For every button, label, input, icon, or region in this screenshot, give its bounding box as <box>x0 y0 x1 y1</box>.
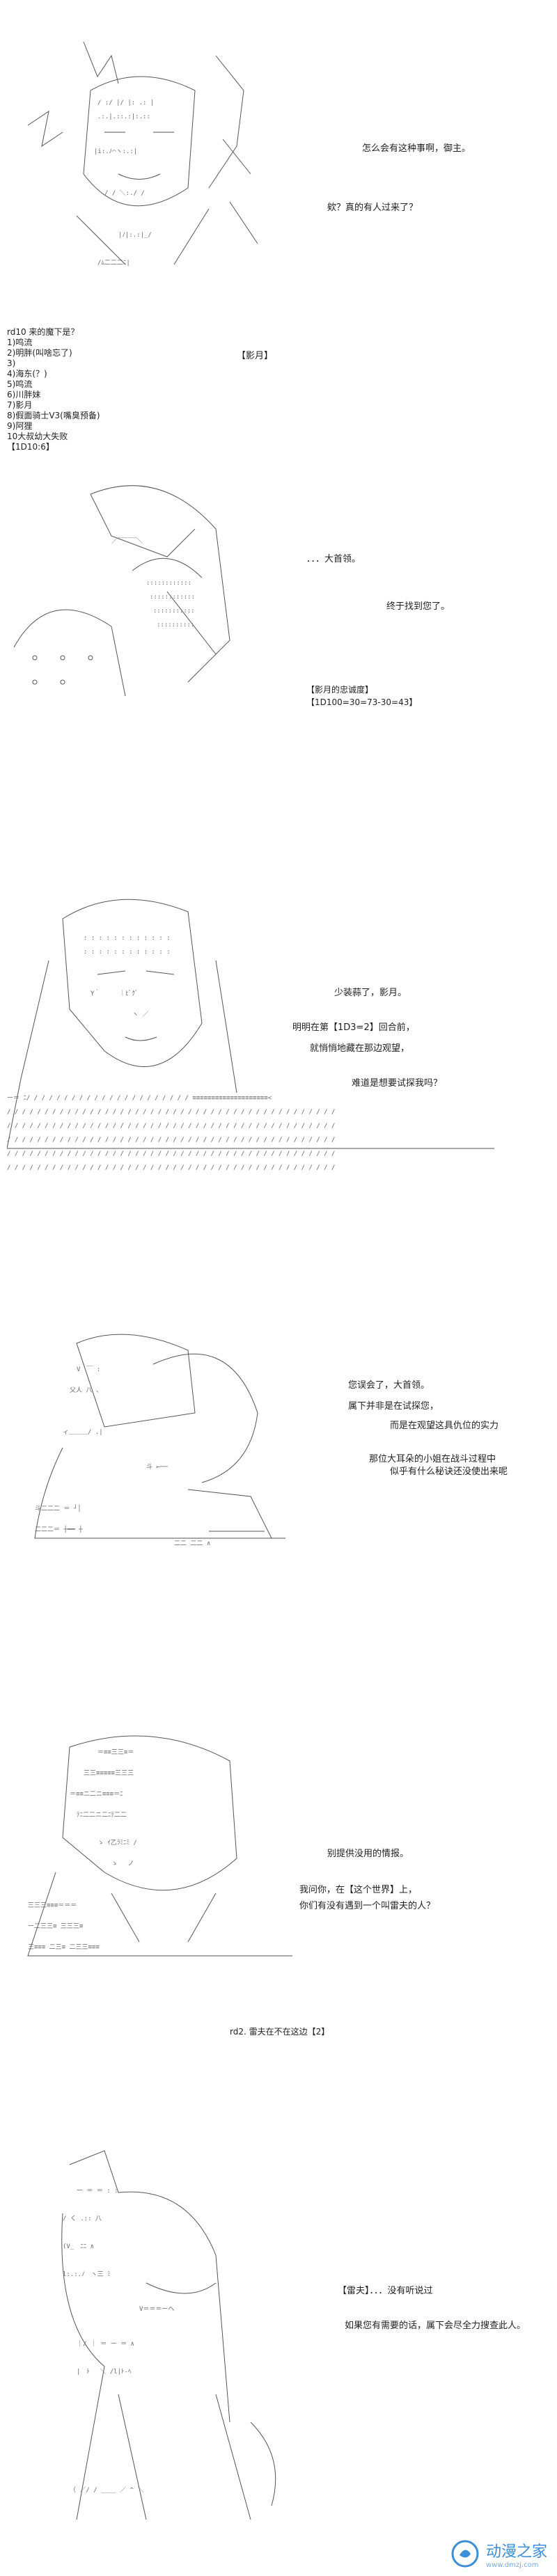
svg-text:三≡≡≡ 二三≡ 二三三≡≡≡: 三≡≡≡ 二三≡ 二三三≡≡≡ <box>28 1944 100 1951</box>
dialogue-line: 你们有没有遇到一个叫雷夫的人？ <box>299 1901 436 1911</box>
panel-5: ＝≡≡三三≡＝ 三三≡≡≡≡≡三三三 ＝≡≡ニ二ニ≡≡≡＝ﾆ ﾃﾆ二二ニ二ﾆﾃ二… <box>0 1726 557 2074</box>
dialogue-line: ．．．大首领。 <box>306 554 361 564</box>
svg-text:/ / / / / / / / / / / / / / /: / / / / / / / / / / / / / / / / / / / / … <box>7 1123 335 1130</box>
svg-text:|i:.ﾉ⌒ヽ:.:|: |i:.ﾉ⌒ヽ:.:| <box>94 148 137 155</box>
svg-text:二二 二二 ∧: 二二 二二 ∧ <box>174 1540 210 1547</box>
svg-text:ゝ ｲ乙ﾗﾐﾆﾐ /: ゝ ｲ乙ﾗﾐﾆﾐ / <box>97 1839 137 1847</box>
roll-result: 【1D10:6】 <box>7 442 54 452</box>
roll-list-item: 6)川胖妹 <box>7 390 41 400</box>
ascii-art-character-1: / :/ |/ |: .: | .:.|.::.:|:.:: |i:.ﾉ⌒ヽ:.… <box>14 35 278 271</box>
dialogue-line: 那位大耳朵的小姐在战斗过程中 <box>369 1454 496 1464</box>
svg-text:/ / / / / / / / / / / / / / /: / / / / / / / / / / / / / / / / / / / / … <box>7 1151 335 1157</box>
dialogue-line: 少装蒜了，影月。 <box>334 988 407 998</box>
roll-list-item: 3) <box>7 358 16 368</box>
result-name: 【影月】 <box>237 351 274 361</box>
svg-text:|ﾉ|:.:|_/: |ﾉ|:.:|_/ <box>118 232 152 239</box>
watermark-url: www.dmzj.com <box>485 2561 539 2569</box>
dialogue-line: 如果您有需要的话，属下会尽全力搜查此人。 <box>345 2321 526 2331</box>
svg-text:ー ＝ ＝ : :: ー ＝ ＝ : : <box>77 2188 118 2195</box>
ascii-art-character-4: V ￣ : 父人 八 、 ィ＿＿＿/ .| 斗 ←── 斗二二二 ＝ ┘│ 二二… <box>21 1329 327 1622</box>
svg-text:(V_ ﾆﾆ ∧: (V_ ﾆﾆ ∧ <box>63 2243 94 2250</box>
roll-list-item: 7)影月 <box>7 400 33 410</box>
dialogue-line: 怎么会有这种事啊，御主。 <box>362 143 471 154</box>
svg-text:ゝ ノ: ゝ ノ <box>111 1860 134 1867</box>
svg-text:::::::::::::: :::::::::::: <box>150 594 195 601</box>
roll-list-item: 9)阿狸 <box>7 421 33 431</box>
ascii-art-character-5: ＝≡≡三三≡＝ 三三≡≡≡≡≡三三三 ＝≡≡ニ二ニ≡≡≡＝ﾆ ﾃﾆ二二ニ二ﾆﾃ二… <box>14 1733 320 2025</box>
svg-text:/ / / / / / / / / / / / / / /: / / / / / / / / / / / / / / / / / / / / … <box>7 1137 335 1144</box>
panel-1: / :/ |/ |: .: | .:.|.::.:|:.:: |i:.ﾉ⌒ヽ:.… <box>0 0 557 362</box>
svg-text:/ / ＼:./ /: / / ＼:./ / <box>104 189 145 197</box>
roll-line: rd2. 雷夫在不在这边【2】 <box>230 2027 330 2037</box>
ascii-art-character-2: :::::::::::: :::::::::::: ::::::::::: ::… <box>7 473 272 703</box>
panel-4: V ￣ : 父人 八 、 ィ＿＿＿/ .| 斗 ←── 斗二二二 ＝ ┘│ 二二… <box>0 1315 557 1622</box>
svg-text:ー二三三≡ 三三三≡: ー二三三≡ 三三三≡ <box>28 1923 84 1930</box>
svg-text:二二二＝ ┼━━ ┼: 二二二＝ ┼━━ ┼ <box>35 1525 83 1533</box>
watermark-text: 动漫之家 <box>485 2543 547 2561</box>
svg-text:::::::::::: :::::::::: <box>157 622 194 629</box>
dialogue-line: 【雷夫】．．．没有听说过 <box>338 2286 433 2296</box>
svg-text:/ :/ |/ |: .: |: / :/ |/ |: .: | <box>97 100 154 106</box>
roll-list-item: 1)鸣流 <box>7 338 33 347</box>
svg-text:/ﾑ二二二ﾆ|: /ﾑ二二二ﾆ| <box>97 260 130 267</box>
dialogue-line: 属下并非是在试探您， <box>348 1401 439 1412</box>
svg-text:斗 ←──: 斗 ←── <box>146 1463 168 1471</box>
panel-3: : : : : : : : : : : : : : : : : : : : : … <box>0 856 557 1218</box>
svg-text:＝≡≡ニ二ニ≡≡≡＝ﾆ: ＝≡≡ニ二ニ≡≡≡＝ﾆ <box>70 1791 123 1798</box>
dmzj-logo-icon <box>451 2540 479 2568</box>
roll-list-item: 5)鸣流 <box>7 379 33 389</box>
svg-text:（ ／/ / ____ ／ ^ ＼: （ ／/ / ____ ／ ^ ＼ <box>70 2486 143 2494</box>
loyalty-roll: 【1D100=30=73-30=43】 <box>306 697 418 707</box>
svg-text:ィ＿＿＿/ .|: ィ＿＿＿/ .| <box>63 1429 103 1436</box>
svg-text:＝≡≡三三≡＝: ＝≡≡三三≡＝ <box>97 1749 134 1756</box>
svg-text:三三三≡≡≡＝＝＝: 三三三≡≡≡＝＝＝ <box>28 1902 77 1909</box>
svg-text:V＝＝＝ーヘ: V＝＝＝ーヘ <box>139 2306 174 2313</box>
roll-list: rd10 来的魔下是？ 1)鸣流 2)明胖(叫啥忘了) 3) 4)海东(？) 5… <box>7 327 100 452</box>
watermark: 动漫之家 www.dmzj.com <box>450 2538 547 2569</box>
svg-text:: : : : : : : : : : : :: : : : : : : : : : : : : <box>84 935 171 942</box>
svg-text:Y｀ ｜ﾋﾞｸﾞ: Y｀ ｜ﾋﾞｸﾞ <box>91 988 138 997</box>
svg-text:/ く .:: 八: / く .:: 八 <box>63 2215 102 2222</box>
svg-text:.:.|.::.:|:.::: .:.|.::.:|:.:: <box>97 113 150 120</box>
svg-text:ヽ ／: ヽ ／ <box>132 1011 148 1018</box>
roll-list-item: 10大叔幼大失败 <box>7 432 68 441</box>
svg-text:: : : : : : : : : : : :: : : : : : : : : : : : : <box>84 949 171 956</box>
ascii-art-character-3: : : : : : : : : : : : : : : : : : : : : … <box>7 870 536 1204</box>
svg-text:ー＝ ﾆ/ / / / / / / / / / / / /: ー＝ ﾆ/ / / / / / / / / / / / / / / / / / … <box>7 1095 272 1102</box>
svg-text:／￣￣￣＼: ／￣￣￣＼ <box>111 537 143 545</box>
svg-text:::::::::::::: :::::::::::: <box>146 580 191 587</box>
dialogue-line: 难道是想要试探我吗？ <box>352 1078 443 1089</box>
svg-text::::::::::::: ::::::::::: <box>153 608 195 615</box>
dialogue-line: 欸？真的有人过来了？ <box>327 203 418 213</box>
panel-2: :::::::::::: :::::::::::: ::::::::::: ::… <box>0 459 557 821</box>
svg-text:V ￣ :: V ￣ : <box>77 1365 100 1373</box>
roll-list-item: 4)海东(？) <box>7 369 47 379</box>
dialogue-line: 而是在观望这具仇位的实力 <box>390 1421 499 1431</box>
dialogue-line: 明明在第【1D3=2】回合前， <box>292 1022 415 1033</box>
svg-text:父人 八 、: 父人 八 、 <box>70 1386 102 1394</box>
dialogue-line: 终于找到您了。 <box>386 601 450 612</box>
dialogue-line: 似乎有什么秘诀还没使出来呢 <box>390 1467 508 1477</box>
roll-list-item: 8)假面骑士V3(嘴臭预备) <box>7 411 100 420</box>
dialogue-line: 就悄悄地藏在那边观望， <box>310 1043 410 1054</box>
dialogue-line: 别提供没用的情报。 <box>327 1849 409 1859</box>
dialogue-line: 我问你，在【这个世界】上， <box>299 1885 418 1895</box>
panel-6: ー ＝ ＝ : : / く .:: 八 (V_ ﾆﾆ ∧ l:.:.ﾉ ヽ三 ﾐ… <box>0 2123 557 2576</box>
ascii-art-character-6: ー ＝ ＝ : : / く .:: 八 (V_ ﾆﾆ ∧ l:.:.ﾉ ヽ三 ﾐ… <box>21 2144 313 2534</box>
svg-text:/ / / / / / / / / / / / / / /: / / / / / / / / / / / / / / / / / / / / … <box>7 1109 335 1116</box>
svg-text:| ﾄ ＼ /l|ﾄ-ﾍ: | ﾄ ＼ /l|ﾄ-ﾍ <box>77 2368 132 2376</box>
svg-text:斗二二二 ＝ ┘│: 斗二二二 ＝ ┘│ <box>35 1504 81 1512</box>
svg-text:/ / / / / / / / / / / / / / /: / / / / / / / / / / / / / / / / / / / / … <box>7 1164 335 1171</box>
loyalty-label: 【影月的忠诚度】 <box>306 685 374 695</box>
svg-text:l:.:.ﾉ ヽ三 ﾐ: l:.:.ﾉ ヽ三 ﾐ <box>63 2271 111 2278</box>
svg-text:ﾃﾆ二二ニ二ﾆﾃ二二: ﾃﾆ二二ニ二ﾆﾃ二二 <box>77 1811 127 1819</box>
svg-text:｜/ ｜ ＝ ー ＝ ∧: ｜/ ｜ ＝ ー ＝ ∧ <box>77 2340 134 2348</box>
svg-text:三三≡≡≡≡≡三三三: 三三≡≡≡≡≡三三三 <box>84 1770 134 1777</box>
dialogue-line: 您误会了，大首领。 <box>348 1380 430 1391</box>
roll-list-item: 2)明胖(叫啥忘了) <box>7 348 72 358</box>
roll-list-item: rd10 来的魔下是？ <box>7 327 79 337</box>
